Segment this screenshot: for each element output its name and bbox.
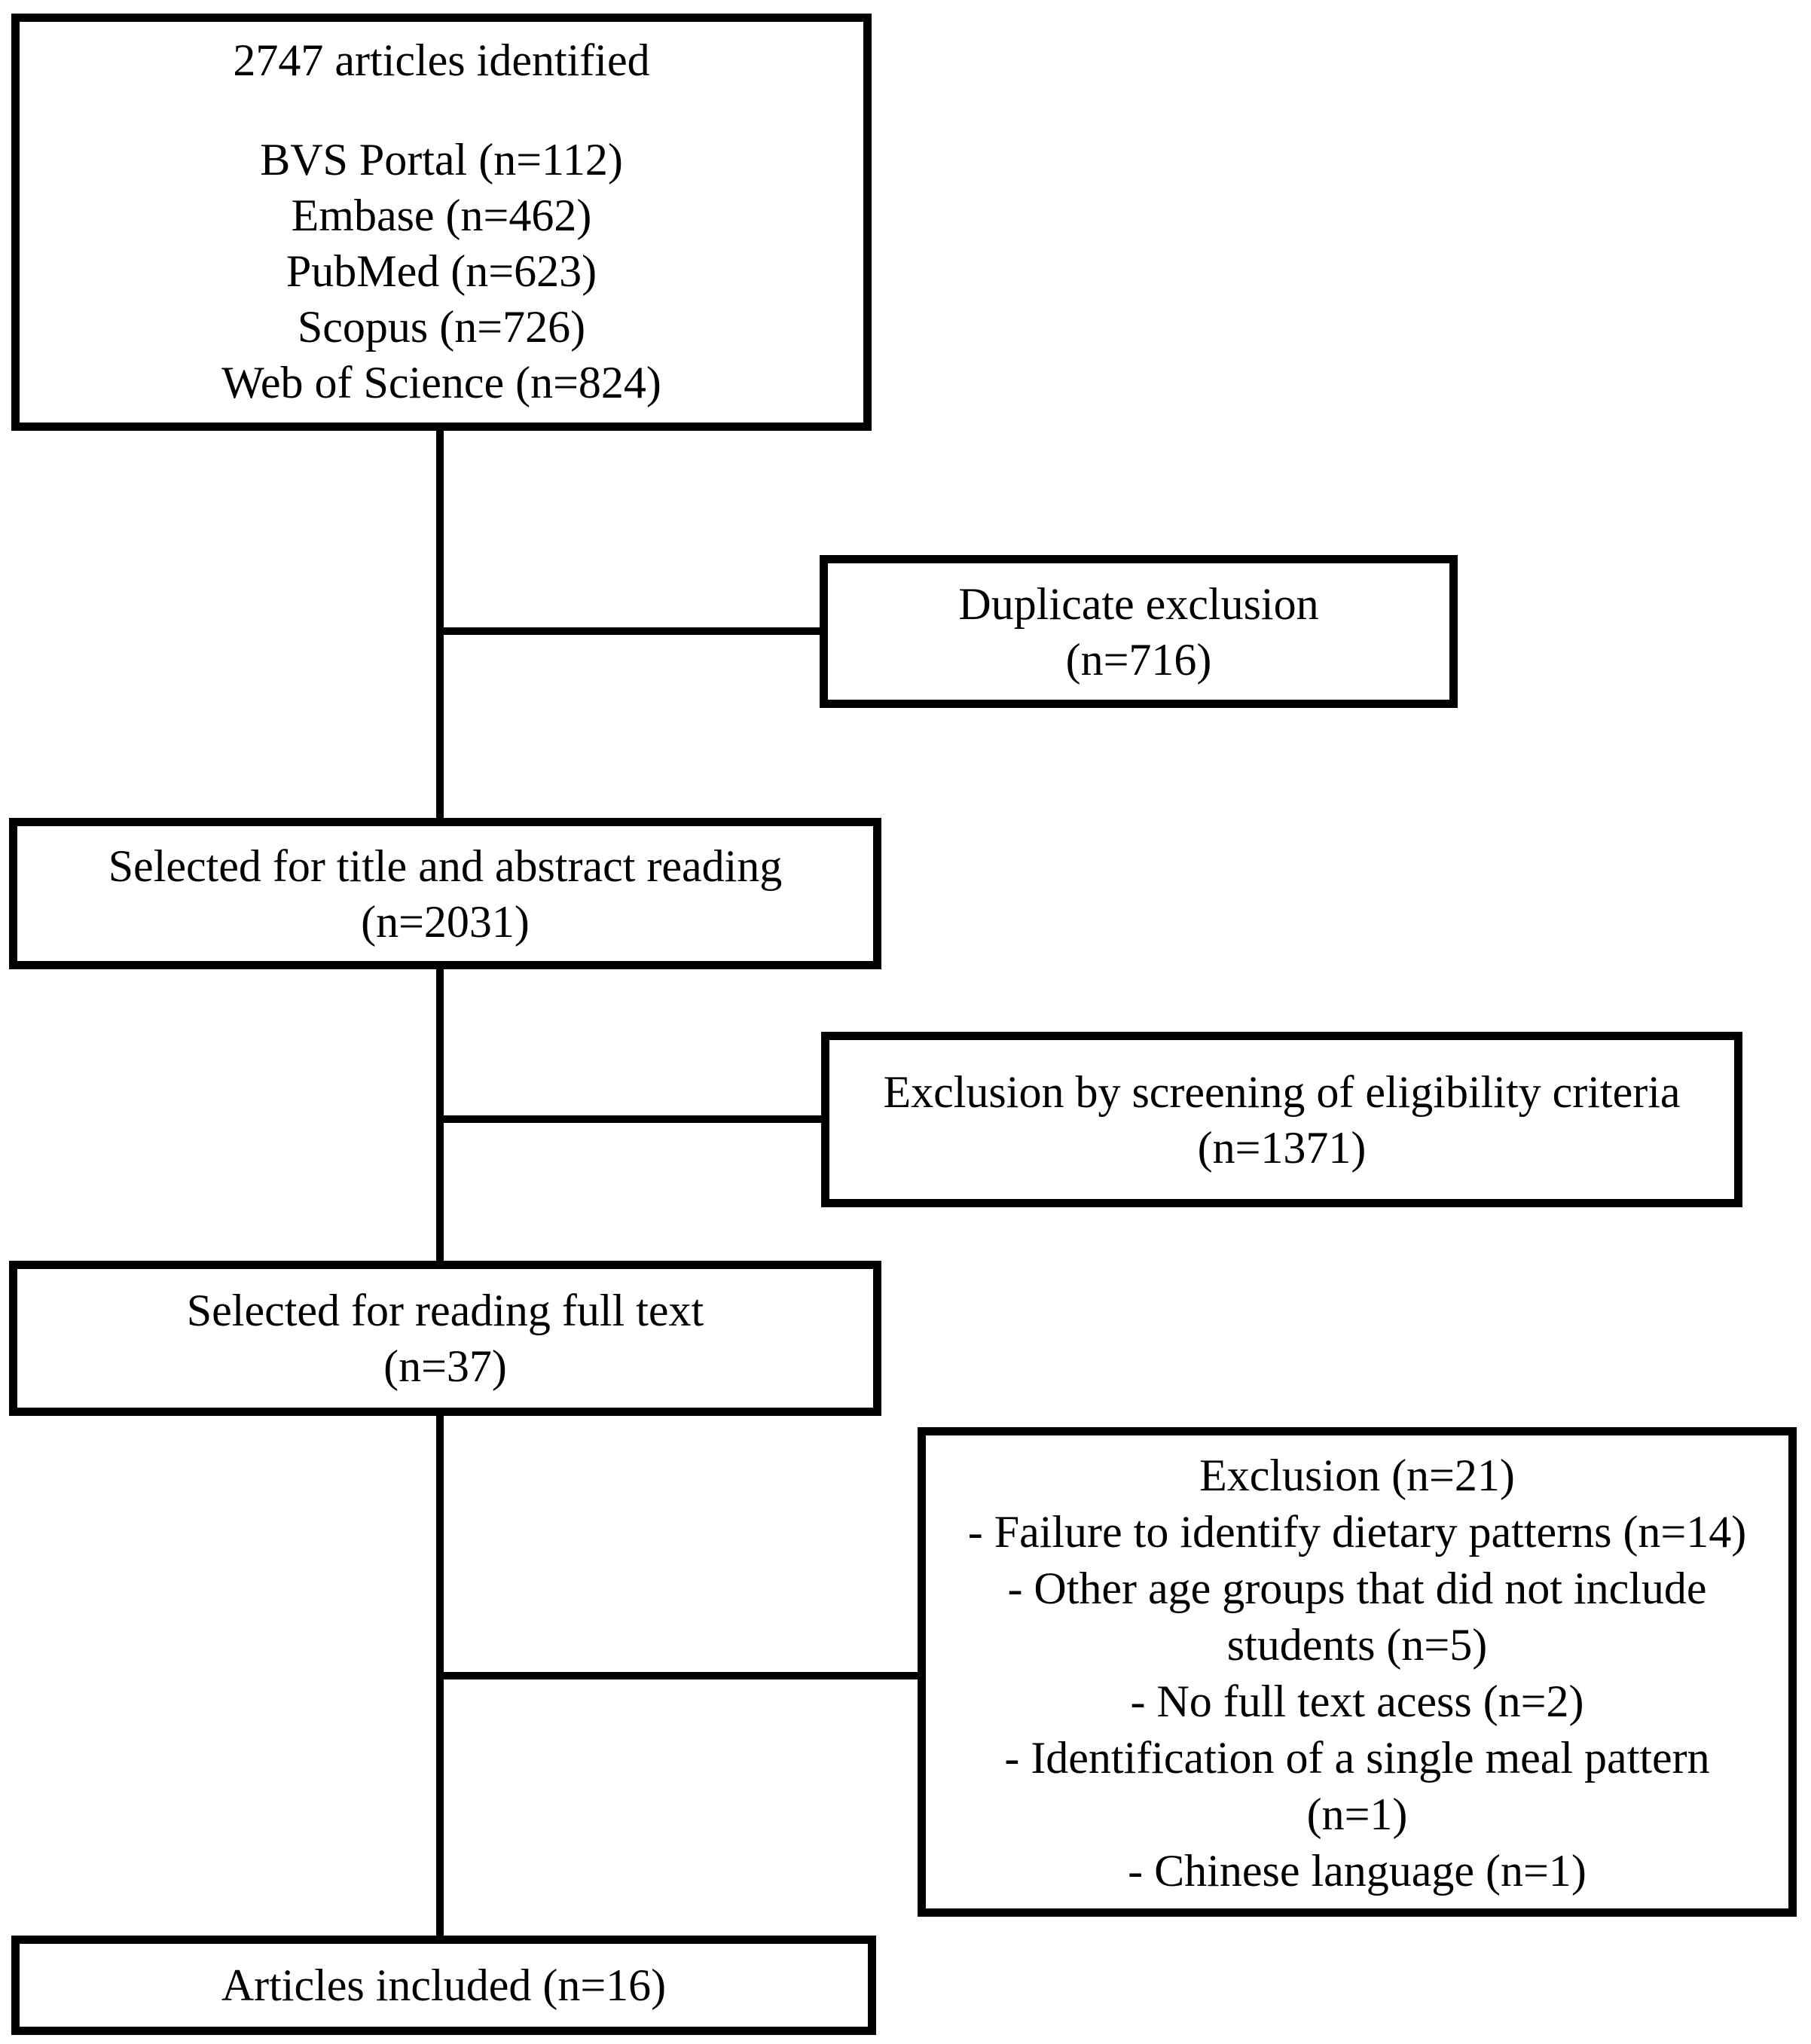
identified-source-webofscience: Web of Science (n=824) [221, 358, 661, 407]
exclusion-reason-other-age-groups-line2: students (n=5) [1226, 1620, 1488, 1670]
exclusion-reason-dietary-patterns: - Failure to identify dietary patterns (… [967, 1507, 1747, 1557]
identified-source-scopus: Scopus (n=726) [297, 302, 586, 352]
eligibility-exclusion-count: (n=1371) [1197, 1122, 1367, 1173]
identified-spacer [20, 88, 863, 132]
eligibility-exclusion-box: Exclusion by screening of eligibility cr… [821, 1032, 1742, 1207]
full-text-exclusion-title: Exclusion (n=21) [1199, 1451, 1515, 1500]
exclusion-reason-other-age-groups-line1: - Other age groups that did not include [1007, 1564, 1707, 1613]
full-text-selection-box: Selected for reading full text (n=37) [9, 1261, 881, 1416]
full-text-count: (n=37) [383, 1341, 507, 1391]
connector-horizontal-duplicate-exclusion [440, 627, 821, 635]
title-abstract-label: Selected for title and abstract reading [108, 840, 783, 891]
identified-source-pubmed: PubMed (n=623) [286, 246, 597, 296]
connector-vertical-identified-to-titleabstract [436, 429, 444, 819]
identified-title: 2747 articles identified [233, 35, 650, 85]
duplicate-exclusion-label: Duplicate exclusion [958, 578, 1319, 629]
included-articles-label: Articles included (n=16) [221, 1960, 667, 2010]
title-abstract-selection-box: Selected for title and abstract reading … [9, 818, 881, 969]
duplicate-exclusion-box: Duplicate exclusion (n=716) [820, 555, 1458, 708]
exclusion-reason-single-meal-line1: - Identification of a single meal patter… [1004, 1733, 1710, 1783]
duplicate-exclusion-count: (n=716) [1065, 634, 1212, 685]
identified-source-embase: Embase (n=462) [291, 191, 592, 240]
connector-horizontal-fulltext-exclusion [440, 1672, 919, 1679]
identified-source-bvs: BVS Portal (n=112) [260, 135, 623, 185]
exclusion-reason-chinese-language: - Chinese language (n=1) [1128, 1846, 1587, 1896]
exclusion-reason-single-meal-line2: (n=1) [1306, 1789, 1408, 1839]
identified-articles-box: 2747 articles identified BVS Portal (n=1… [11, 14, 872, 431]
full-text-exclusion-box: Exclusion (n=21) - Failure to identify d… [918, 1427, 1797, 1917]
title-abstract-count: (n=2031) [361, 896, 530, 947]
connector-horizontal-eligibility-exclusion [440, 1115, 823, 1123]
full-text-label: Selected for reading full text [186, 1286, 704, 1335]
eligibility-exclusion-label: Exclusion by screening of eligibility cr… [883, 1066, 1681, 1117]
included-articles-box: Articles included (n=16) [11, 1936, 876, 2035]
exclusion-reason-no-full-text: - No full text acess (n=2) [1130, 1676, 1584, 1726]
